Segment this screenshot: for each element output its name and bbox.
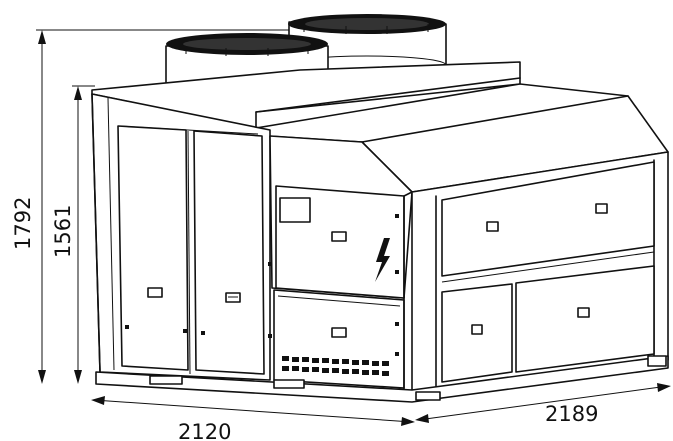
forklift-slot-3 — [415, 391, 441, 401]
electric-hazard-icon — [375, 238, 390, 282]
dim-line-width-front — [91, 396, 415, 426]
dim-line-depth-side — [415, 383, 671, 423]
dim-label-depth-side: 2189 — [545, 402, 598, 426]
dim-line-height-body — [72, 85, 95, 384]
dim-label-height-total: 1792 — [11, 197, 35, 250]
dim-label-width-front: 2120 — [178, 420, 231, 441]
display-window — [279, 197, 311, 223]
forklift-slot-1 — [149, 375, 183, 385]
front-door-middle — [193, 130, 265, 375]
base-frame — [95, 355, 669, 403]
ventilation-grille — [282, 356, 389, 376]
dim-line-height-total — [36, 29, 300, 384]
side-latch-4 — [577, 307, 590, 318]
side-latch-1 — [486, 221, 499, 232]
compressor-latch — [331, 327, 347, 338]
side-panel-lower-right — [515, 265, 655, 373]
front-door-left — [117, 125, 189, 371]
forklift-slot-4 — [647, 355, 667, 367]
dim-label-height-body: 1561 — [51, 205, 75, 258]
side-latch-3 — [471, 324, 483, 335]
dimension-lines: 1792 1561 2120 2189 — [11, 29, 671, 441]
forklift-slot-2 — [273, 379, 305, 389]
side-panel-upper — [441, 161, 655, 277]
side-latch-2 — [595, 203, 608, 214]
cabinet-latch — [331, 231, 347, 242]
unit-casing — [91, 61, 669, 403]
door-latch-1 — [147, 287, 163, 298]
